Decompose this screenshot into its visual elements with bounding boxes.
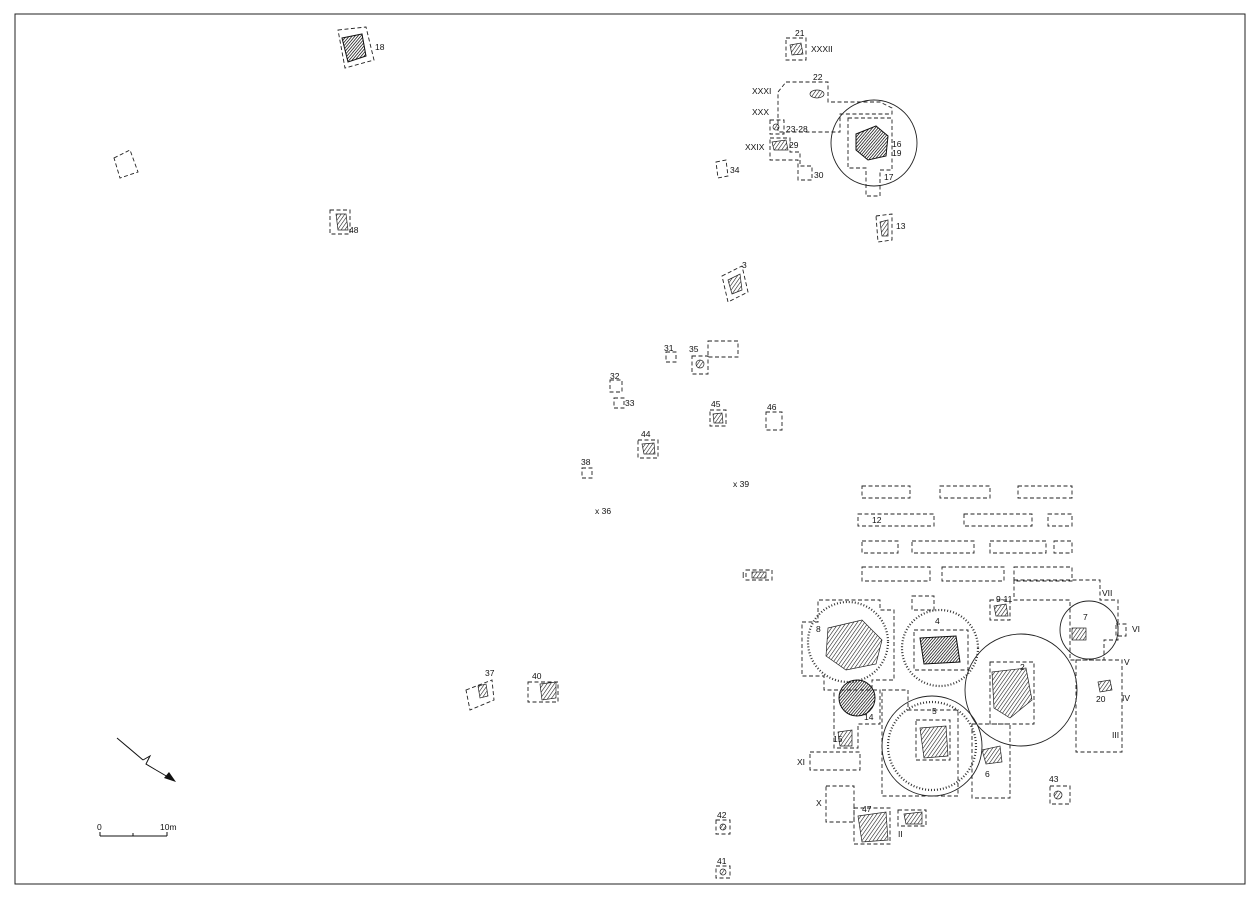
- feature-XI: [809, 751, 861, 771]
- label-7: 7: [1083, 612, 1088, 622]
- feature-II: [897, 809, 927, 827]
- feature-46: [765, 411, 783, 431]
- label-29: 29: [789, 140, 799, 150]
- label-36: x 36: [595, 506, 611, 516]
- label-VI: VI: [1132, 624, 1140, 634]
- label-33: 33: [625, 398, 635, 408]
- trench-grid: [857, 485, 1073, 582]
- feature-35: [691, 340, 739, 375]
- feature-31: [665, 351, 677, 363]
- label-13: 13: [896, 221, 906, 231]
- label-15: 15: [833, 734, 843, 744]
- label-37: 37: [485, 668, 495, 678]
- feature-21: [785, 37, 807, 61]
- label-6: 6: [985, 769, 990, 779]
- feature-14: [833, 679, 881, 749]
- label-39: x 39: [733, 479, 749, 489]
- label-9-11: 9-11: [996, 594, 1013, 604]
- label-22: 22: [813, 72, 823, 82]
- feature-40: [527, 681, 559, 703]
- label-XXXII: XXXII: [811, 44, 833, 54]
- label-3: 3: [742, 260, 747, 270]
- label-21: 21: [795, 28, 805, 38]
- feature-47: [853, 807, 891, 845]
- label-8: 8: [816, 624, 821, 634]
- feature-X: [825, 785, 855, 823]
- label-20: 20: [1096, 694, 1106, 704]
- label-48: 48: [349, 225, 359, 235]
- feature-4: [900, 595, 980, 688]
- feature-13: [875, 213, 893, 243]
- scale-end-label: 10m: [160, 822, 177, 832]
- label-I: I: [742, 570, 744, 580]
- label-42: 42: [717, 810, 727, 820]
- label-43: 43: [1049, 774, 1059, 784]
- feature-34: [715, 159, 729, 179]
- feature-22-trench: [777, 81, 893, 133]
- feature-9-11: [989, 599, 1011, 621]
- feature-32: [609, 379, 623, 393]
- feature-43: [1049, 785, 1071, 805]
- feature-23-28: [769, 119, 785, 135]
- label-34: 34: [730, 165, 740, 175]
- label-31: 31: [664, 343, 674, 353]
- label-23-28: 23-28: [786, 124, 808, 134]
- label-II: II: [898, 829, 903, 839]
- feature-37: [465, 679, 495, 711]
- feature-8: [801, 599, 895, 691]
- label-2: 2: [1020, 662, 1025, 672]
- label-46: 46: [767, 402, 777, 412]
- map-frame: [14, 13, 1246, 885]
- feature-18: [337, 26, 375, 69]
- label-14: 14: [864, 712, 874, 722]
- label-19: 19: [892, 148, 902, 158]
- label-44: 44: [641, 429, 651, 439]
- label-45: 45: [711, 399, 721, 409]
- feature-3: [721, 265, 749, 303]
- label-XXX: XXX: [752, 107, 769, 117]
- feature-44: [637, 439, 659, 459]
- label-18: 18: [375, 42, 385, 52]
- label-41: 41: [717, 856, 727, 866]
- label-IV: IV: [1122, 693, 1130, 703]
- label-16: 16: [892, 139, 902, 149]
- label-17: 17: [884, 172, 894, 182]
- label-47: 47: [862, 804, 872, 814]
- feature-38: [581, 467, 593, 479]
- label-40: 40: [532, 671, 542, 681]
- label-32: 32: [610, 371, 620, 381]
- scale-bar: 0 10m: [97, 822, 177, 837]
- feature-41: [715, 865, 731, 879]
- scale-zero-label: 0: [97, 822, 102, 832]
- north-arrow-icon: [116, 737, 176, 782]
- label-XXXI: XXXI: [752, 86, 771, 96]
- label-X: X: [816, 798, 822, 808]
- label-XXIX: XXIX: [745, 142, 765, 152]
- feature-7: [1013, 579, 1127, 661]
- feature-2: [964, 633, 1078, 747]
- label-XI: XI: [797, 757, 805, 767]
- label-35: 35: [689, 344, 699, 354]
- feature-15: [837, 729, 853, 747]
- feature-6: [971, 723, 1011, 799]
- feature-small-left: [113, 149, 139, 179]
- feature-20: [1075, 659, 1123, 753]
- feature-48: [329, 209, 351, 235]
- label-III: III: [1112, 730, 1119, 740]
- label-V: V: [1124, 657, 1130, 667]
- label-30: 30: [814, 170, 824, 180]
- label-VII: VII: [1102, 588, 1112, 598]
- feature-29: [769, 137, 813, 181]
- feature-45: [709, 409, 727, 427]
- label-38: 38: [581, 457, 591, 467]
- feature-5: [881, 689, 983, 797]
- feature-33: [613, 397, 625, 409]
- feature-I: [745, 569, 773, 581]
- feature-16-19: [830, 99, 918, 197]
- feature-42: [715, 819, 731, 835]
- label-5: 5: [932, 706, 937, 716]
- label-12: 12: [872, 515, 882, 525]
- label-4: 4: [935, 616, 940, 626]
